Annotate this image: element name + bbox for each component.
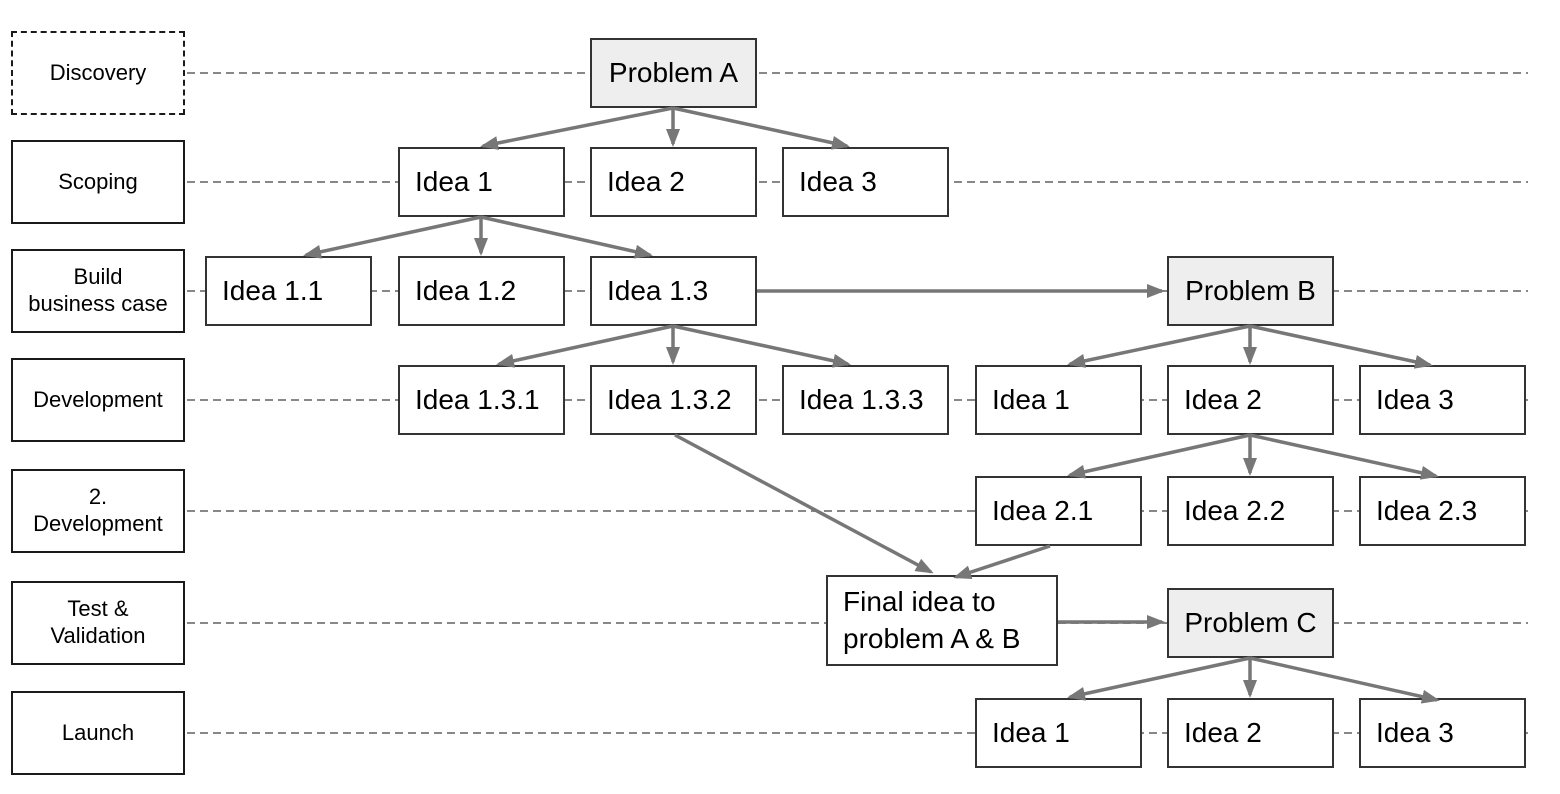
node-idea-c1: Idea 1 xyxy=(975,698,1142,768)
node-idea-1-2: Idea 1.2 xyxy=(398,256,565,326)
stage-scoping: Scoping xyxy=(11,140,185,224)
node-problem-a: Problem A xyxy=(590,38,757,108)
edge-problem-b-to-idea-b1 xyxy=(1067,324,1251,368)
node-idea-1: Idea 1 xyxy=(398,147,565,217)
node-problem-c: Problem C xyxy=(1167,588,1334,658)
node-idea-c2: Idea 2 xyxy=(1167,698,1334,768)
edge-problem-a-to-idea-1 xyxy=(480,106,674,150)
node-idea-1-3-2: Idea 1.3.2 xyxy=(590,365,757,435)
edge-idea-b2-to-idea-2-3 xyxy=(1249,433,1439,480)
node-idea-1-3-3: Idea 1.3.3 xyxy=(782,365,949,435)
node-idea-2: Idea 2 xyxy=(590,147,757,217)
stage-development-2: 2. Development xyxy=(11,469,185,553)
stage-build-business-case: Build business case xyxy=(11,249,185,333)
edge-idea-1-3-2-to-final-idea xyxy=(674,433,934,574)
edge-idea-1-3-to-idea-1-3-1 xyxy=(496,324,674,368)
node-idea-c3: Idea 3 xyxy=(1359,698,1526,768)
edge-problem-a-to-idea-3 xyxy=(672,106,850,150)
node-idea-b2: Idea 2 xyxy=(1167,365,1334,435)
edge-problem-b-to-idea-b3 xyxy=(1249,324,1433,369)
node-idea-b3: Idea 3 xyxy=(1359,365,1526,435)
edge-idea-1-3-to-idea-1-3-3 xyxy=(672,324,851,368)
node-final-idea: Final idea to problem A & B xyxy=(826,575,1058,666)
node-problem-b: Problem B xyxy=(1167,256,1334,326)
node-idea-3: Idea 3 xyxy=(782,147,949,217)
edge-idea-1-to-idea-1-3 xyxy=(480,215,653,259)
node-idea-1-3: Idea 1.3 xyxy=(590,256,757,326)
edge-idea-2-1-to-final-idea xyxy=(953,544,1051,579)
node-idea-2-2: Idea 2.2 xyxy=(1167,476,1334,546)
stage-development: Development xyxy=(11,358,185,442)
stage-discovery: Discovery xyxy=(11,31,185,115)
stage-launch: Launch xyxy=(11,691,185,775)
node-idea-b1: Idea 1 xyxy=(975,365,1142,435)
node-idea-1-3-1: Idea 1.3.1 xyxy=(398,365,565,435)
edge-idea-b2-to-idea-2-1 xyxy=(1067,433,1251,479)
node-idea-2-3: Idea 2.3 xyxy=(1359,476,1526,546)
node-idea-1-1: Idea 1.1 xyxy=(205,256,372,326)
edge-problem-c-to-idea-c1 xyxy=(1067,656,1251,701)
node-idea-2-1: Idea 2.1 xyxy=(975,476,1142,546)
edge-idea-1-to-idea-1-1 xyxy=(303,215,482,259)
stage-test-validation: Test & Validation xyxy=(11,581,185,665)
edge-problem-c-to-idea-c3 xyxy=(1249,656,1440,704)
